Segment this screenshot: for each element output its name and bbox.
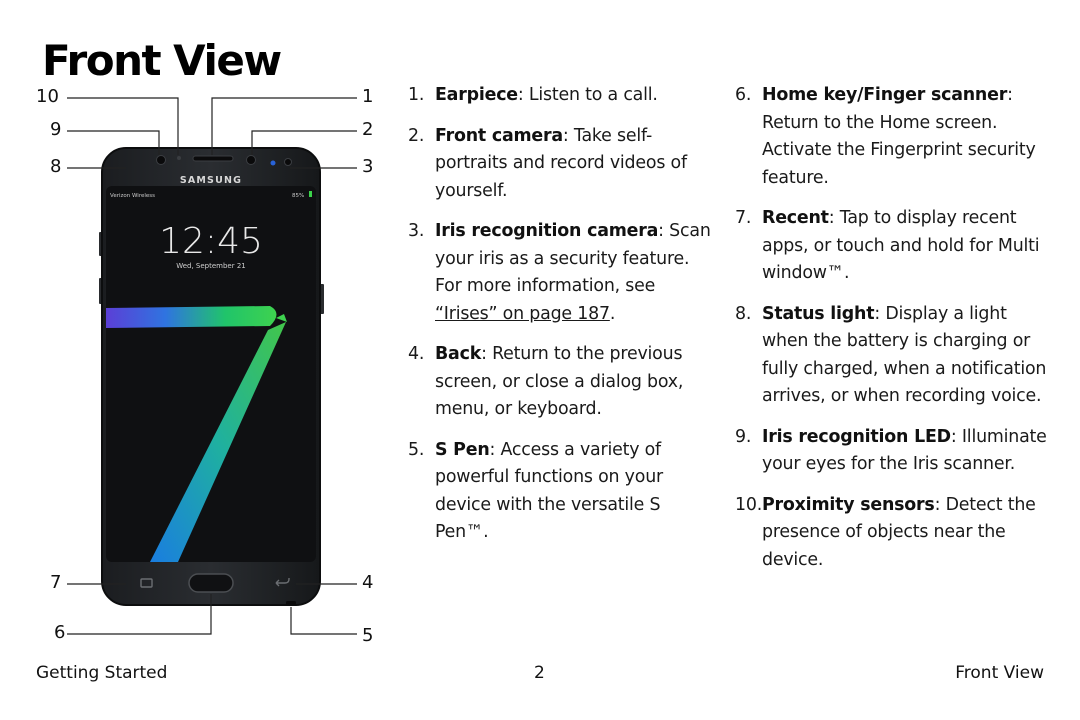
item-desc: : Detect the presence of objects near th… xyxy=(762,494,1036,570)
item-title: Front camera xyxy=(435,125,563,146)
item-number: 1. xyxy=(408,85,425,105)
iris-led xyxy=(156,155,166,165)
item-desc: : Illuminate your eyes for the Iris scan… xyxy=(762,426,1047,475)
iris-camera xyxy=(270,160,276,166)
item-desc: : Return to the Home screen. Activate th… xyxy=(762,85,1036,188)
s-pen-tip xyxy=(286,601,296,605)
item-desc: : Tap to display recent apps, or touch a… xyxy=(762,208,1040,283)
callout-5: 5 xyxy=(362,625,374,646)
callout-3: 3 xyxy=(362,156,374,177)
item-number: 10. xyxy=(735,494,763,515)
callout-9: 9 xyxy=(50,119,62,140)
phone-screen xyxy=(106,186,316,562)
back-key xyxy=(275,578,290,587)
page-title: Front View xyxy=(42,36,282,85)
legend-item: 1. Earpiece: Listen to a call. xyxy=(408,82,714,110)
battery-icon xyxy=(309,191,312,197)
proximity-sensor xyxy=(177,156,181,160)
item-number: 6. xyxy=(735,85,752,105)
brand-logo: SAMSUNG xyxy=(180,175,242,186)
lockscreen-clock: 12:45 xyxy=(159,221,263,262)
callout-6: 6 xyxy=(54,622,66,643)
recent-key xyxy=(140,578,153,588)
item-desc: : Access a variety of powerful functions… xyxy=(435,439,663,543)
item-desc: : Display a light when the battery is ch… xyxy=(762,303,1047,407)
item-number: 7. xyxy=(735,208,752,228)
leader-lines xyxy=(67,97,357,635)
legend-item: 9. Iris recognition LED: Illuminate your … xyxy=(735,424,1055,479)
home-key xyxy=(188,573,234,593)
item-desc: : Return to the previous screen, or clos… xyxy=(435,344,684,419)
legend-item: 5. S Pen: Access a variety of powerful fu… xyxy=(408,437,714,547)
item-number: 9. xyxy=(735,426,752,447)
item-number: 3. xyxy=(408,221,425,241)
callout-2: 2 xyxy=(362,119,374,140)
carrier-label: Verizon Wireless xyxy=(110,193,155,199)
legend-item: 8. Status light: Display a light when the… xyxy=(735,301,1055,411)
item-title: Back xyxy=(435,344,482,364)
legend-column-1: 1. Earpiece: Listen to a call. 2. Front ca… xyxy=(408,82,714,560)
item-desc-tail: . xyxy=(609,303,616,324)
callout-8: 8 xyxy=(50,156,62,177)
device-illustration: SAMSUNG Verizon Wireless 85% 12:45 Wed, … xyxy=(67,97,357,635)
item-title: Earpiece xyxy=(435,85,518,105)
wallpaper-band xyxy=(106,306,277,328)
front-camera xyxy=(246,155,256,165)
legend-item: 6. Home key/Finger scanner: Return to the… xyxy=(735,82,1055,192)
item-desc: : Scan your iris as a security feature. … xyxy=(435,221,711,296)
legend-item: 10.Proximity sensors: Detect the presenc… xyxy=(735,492,1055,575)
item-title: Status light xyxy=(762,303,875,324)
footer-page-number: 2 xyxy=(534,663,545,683)
earpiece xyxy=(192,155,234,162)
lockscreen-date: Wed, September 21 xyxy=(176,262,246,270)
item-title: Iris recognition LED xyxy=(762,426,951,447)
item-desc: : Listen to a call. xyxy=(517,85,658,105)
status-light xyxy=(284,158,292,166)
legend-column-2: 6. Home key/Finger scanner: Return to the… xyxy=(735,82,1055,587)
footer-page-title: Front View xyxy=(955,663,1044,683)
callout-1: 1 xyxy=(362,86,374,107)
legend-item: 2. Front camera: Take self-portraits and … xyxy=(408,123,714,206)
item-desc: : Take self-portraits and record videos … xyxy=(435,125,687,201)
battery-label: 85% xyxy=(292,193,304,199)
legend-item: 7. Recent: Tap to display recent apps, or… xyxy=(735,205,1055,288)
item-number: 2. xyxy=(408,125,425,146)
item-title: Iris recognition camera xyxy=(435,221,659,241)
item-title: S Pen xyxy=(435,439,490,460)
callout-7: 7 xyxy=(50,572,62,593)
legend-item: 3. Iris recognition camera: Scan your iri… xyxy=(408,218,714,328)
irises-page-link[interactable]: “Irises” on page 187 xyxy=(435,303,610,324)
footer-section: Getting Started xyxy=(36,663,168,683)
item-number: 4. xyxy=(408,344,425,364)
legend-item: 4. Back: Return to the previous screen, o… xyxy=(408,341,714,424)
callout-4: 4 xyxy=(362,572,374,593)
wallpaper-stroke xyxy=(150,322,286,562)
item-number: 5. xyxy=(408,439,425,460)
callout-10: 10 xyxy=(36,86,59,107)
item-number: 8. xyxy=(735,303,752,324)
item-title: Home key/Finger scanner xyxy=(762,85,1008,105)
item-title: Proximity sensors xyxy=(762,494,935,515)
item-title: Recent xyxy=(762,208,829,228)
